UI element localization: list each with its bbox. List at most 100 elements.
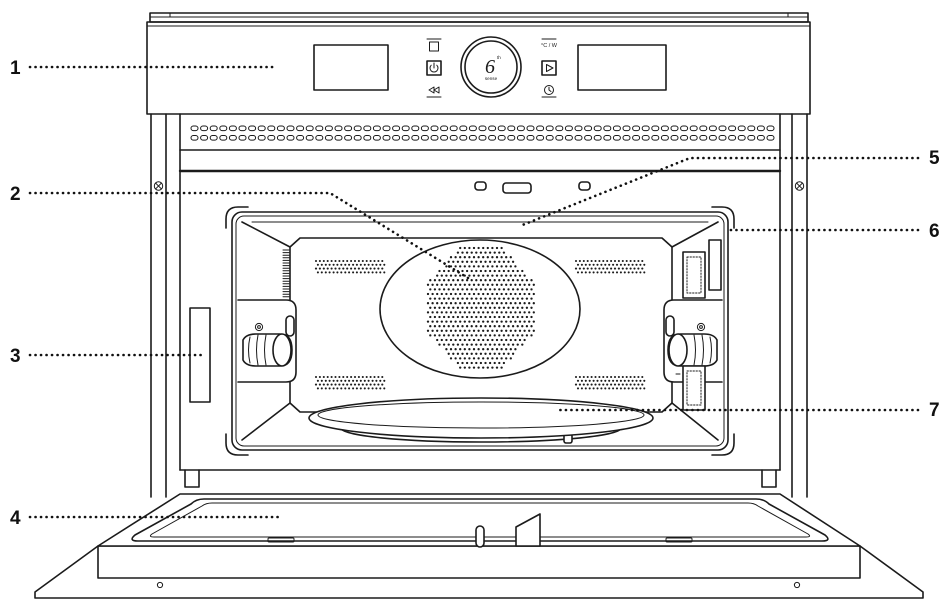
power-button [426, 60, 442, 76]
vent-hole [588, 387, 591, 390]
vent-hole [623, 379, 626, 382]
rack-support [667, 333, 718, 367]
vent-hole [612, 387, 615, 390]
vent-hole [606, 259, 609, 263]
vent-hole [336, 271, 339, 274]
grill-hole [495, 246, 499, 250]
grill-hole [482, 256, 485, 259]
vent-slot [603, 135, 612, 141]
grill-hole [456, 352, 460, 355]
vent-slot [756, 135, 765, 141]
grill-hole [463, 246, 466, 250]
vent-hole [324, 263, 327, 266]
vent-slot [680, 135, 689, 141]
grill-hole [454, 311, 457, 314]
grill-hole [454, 292, 457, 296]
grill-hole [431, 283, 434, 286]
vent-hole [373, 267, 376, 270]
grill-hole [470, 251, 473, 254]
grill-hole [498, 315, 501, 319]
vent-slot [257, 135, 266, 141]
vent-hole [633, 383, 636, 386]
door-slot [665, 537, 693, 543]
vent-slot [257, 125, 266, 132]
vent-hole [576, 387, 580, 390]
grill-hole [516, 325, 519, 328]
grill-hole [449, 357, 453, 360]
grill-hole [461, 334, 464, 337]
vent-slot [689, 125, 698, 132]
vent-hole [336, 387, 339, 390]
grill-hole [518, 274, 522, 277]
vent-hole [320, 271, 323, 274]
door-latch-hook [475, 525, 485, 548]
vent-hole [598, 383, 601, 386]
vent-hole [629, 375, 632, 379]
grill-hole [454, 283, 457, 286]
grill-hole [449, 283, 453, 286]
vent-slot [353, 125, 362, 132]
grill-hole [502, 306, 506, 309]
grill-hole [486, 302, 489, 305]
grill-hole [440, 283, 443, 286]
vent-hole [383, 379, 386, 382]
grill-hole [514, 265, 517, 268]
grill-hole [449, 256, 453, 259]
grill-hole [426, 302, 430, 305]
vent-slot [411, 135, 420, 141]
grill-hole [491, 329, 494, 332]
vent-slot [660, 135, 669, 141]
vent-hole [330, 375, 333, 379]
grill-hole [438, 325, 441, 328]
grill-hole [463, 320, 466, 323]
grill-hole [472, 320, 476, 323]
grill-hole [514, 329, 517, 332]
grill-hole [440, 311, 443, 314]
grill-hole [486, 357, 489, 360]
vent-hole [608, 387, 611, 390]
grill-hole [461, 260, 464, 263]
vent-hole [316, 271, 319, 274]
grill-hole [525, 315, 529, 319]
vent-hole [355, 263, 358, 266]
grill-hole [502, 288, 506, 291]
grill-hole [477, 274, 480, 277]
vent-hole [316, 387, 319, 390]
grill-hole [509, 292, 512, 296]
grill-hole [461, 288, 464, 291]
grill-hole [516, 343, 519, 346]
grill-hole [475, 251, 478, 254]
vent-hole [625, 259, 628, 263]
vent-hole [615, 271, 619, 274]
grill-hole [511, 315, 515, 319]
vent-hole [602, 267, 605, 270]
vent-hole [627, 271, 630, 274]
grill-hole [495, 256, 499, 259]
vent-hole [615, 387, 619, 390]
grill-hole [495, 348, 499, 351]
grill-hole [530, 325, 533, 328]
vent-hole [578, 267, 581, 270]
grill-hole [472, 348, 476, 351]
vent-hole [369, 375, 372, 379]
grill-hole [461, 361, 464, 365]
grill-hole [445, 265, 448, 268]
vent-hole [332, 387, 335, 390]
grill-hole [521, 343, 524, 346]
power-icon [429, 62, 439, 73]
vent-hole [340, 271, 343, 274]
grill-hole [459, 246, 462, 250]
vent-hole [381, 259, 384, 263]
grill-hole [498, 279, 501, 282]
callout-number-1: 1 [10, 58, 21, 79]
vent-hole [353, 375, 357, 379]
grill-hole [509, 265, 512, 268]
vent-hole [596, 387, 599, 390]
grill-hole [493, 315, 496, 319]
grill-hole [507, 315, 510, 319]
vent-slot [507, 125, 516, 132]
grill-hole [486, 329, 489, 332]
grill-hole [438, 269, 441, 273]
grill-hole [507, 352, 510, 355]
vent-hole [344, 379, 347, 382]
